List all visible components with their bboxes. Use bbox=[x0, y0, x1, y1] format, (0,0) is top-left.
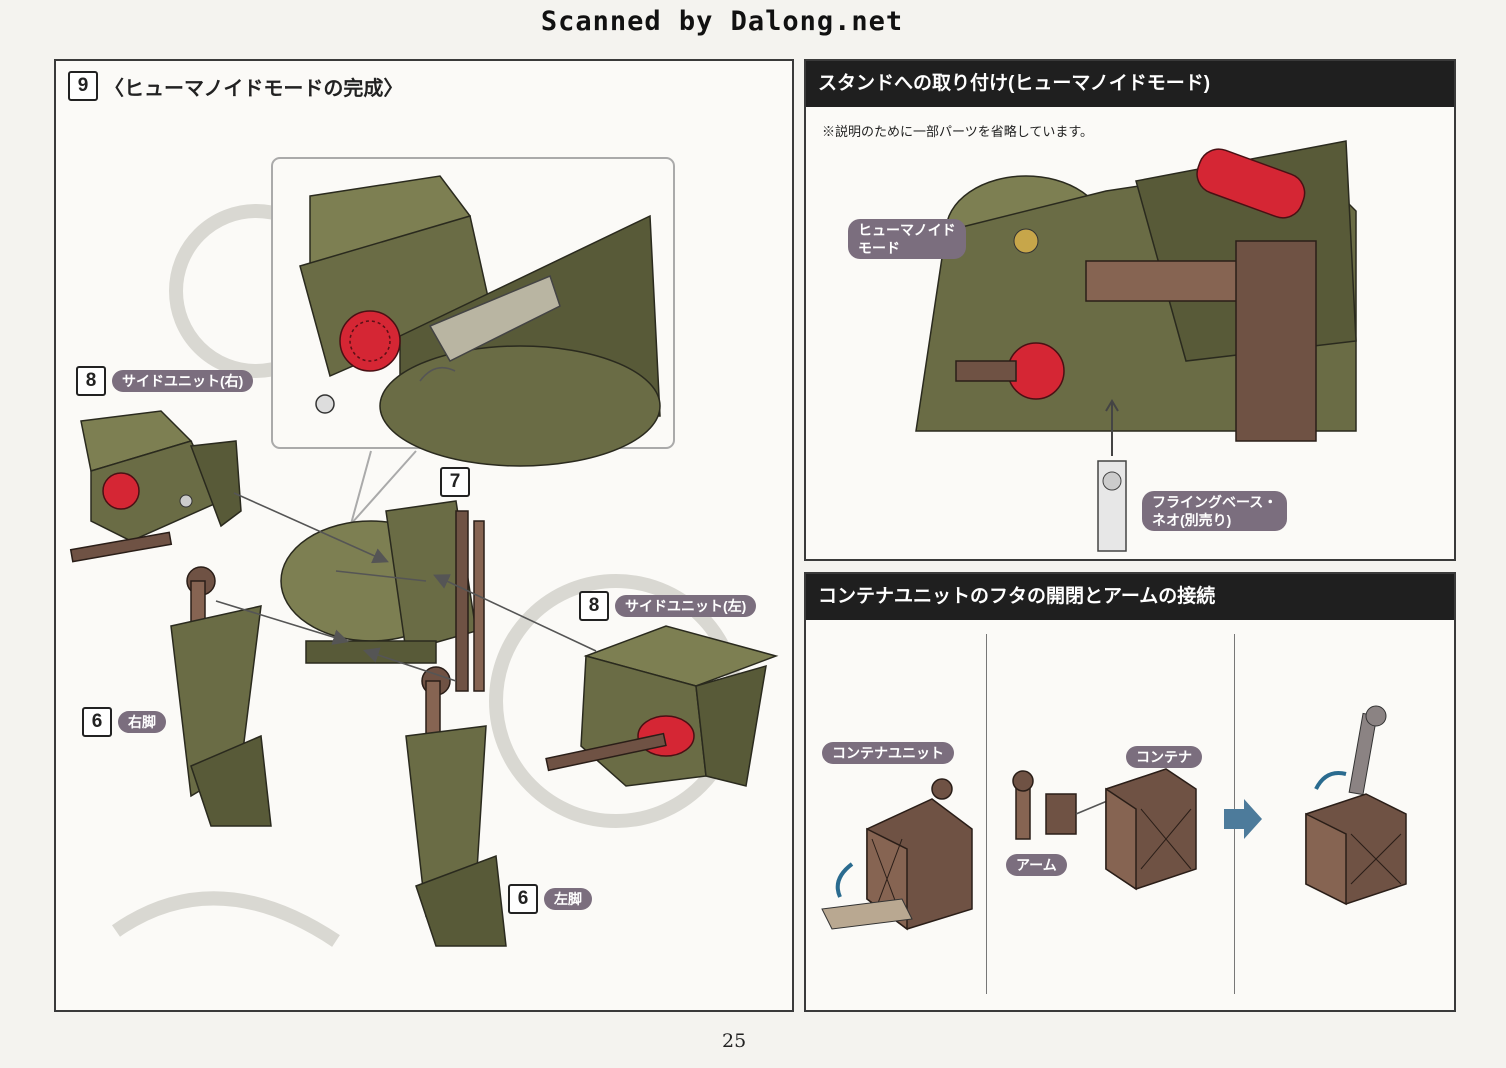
step-divider bbox=[986, 634, 987, 994]
callout-left-leg: 6 左脚 bbox=[508, 884, 592, 914]
step-title-text: 〈ヒューマノイドモードの完成〉 bbox=[104, 77, 404, 100]
part-number: 8 bbox=[76, 366, 106, 396]
label-arm: アーム bbox=[1006, 854, 1067, 876]
part-number: 7 bbox=[440, 467, 470, 497]
callout-side-unit-right: 8 サイドユニット(右) bbox=[76, 366, 254, 396]
right-leg-illustration bbox=[170, 566, 272, 827]
left-leg-illustration bbox=[405, 666, 507, 947]
label-container-unit: コンテナユニット bbox=[822, 742, 954, 764]
assembly-arrows bbox=[215, 492, 597, 682]
container-with-arm-illustration bbox=[1305, 705, 1407, 906]
label-container: コンテナ bbox=[1126, 746, 1202, 768]
arm-and-container-illustration bbox=[1012, 768, 1197, 891]
omission-note: ※説明のために一部パーツを省略しています。 bbox=[822, 124, 1094, 139]
stand-attachment-panel: スタンドへの取り付け(ヒューマノイドモード) ※説明のために一部パーツを省略して… bbox=[804, 59, 1456, 561]
part-label: 左脚 bbox=[544, 888, 592, 910]
assembly-step-panel: 9 〈ヒューマノイドモードの完成〉 8 サイドユニット(右) bbox=[54, 59, 794, 1012]
main-body-illustration bbox=[280, 500, 485, 692]
label-humanoid-mode: ヒューマノイド モード bbox=[848, 219, 966, 259]
side-unit-right-illustration bbox=[69, 410, 242, 563]
humanoid-on-stand-illustration bbox=[915, 140, 1357, 442]
part-label: 右脚 bbox=[118, 711, 166, 733]
zoom-inset-illustration bbox=[271, 157, 675, 467]
container-unit-panel: コンテナユニットのフタの開閉とアームの接続 コンテナユニット コンテナ アーム bbox=[804, 572, 1456, 1012]
callout-right-leg: 6 右脚 bbox=[82, 707, 166, 737]
step-arrow-icon bbox=[1224, 799, 1262, 839]
container-lid-open-illustration bbox=[821, 778, 973, 931]
part-number: 8 bbox=[579, 591, 609, 621]
step-title: 9 〈ヒューマノイドモードの完成〉 bbox=[68, 71, 403, 101]
part-label: サイドユニット(右) bbox=[112, 370, 254, 392]
part-label: サイドユニット(左) bbox=[615, 595, 757, 617]
page-number: 25 bbox=[722, 1030, 747, 1052]
label-flying-base: フライングベース・ ネオ(別売り) bbox=[1142, 491, 1288, 531]
flying-base-stand-illustration bbox=[1097, 399, 1127, 552]
callout-body: 7 bbox=[440, 467, 476, 497]
step-number: 9 bbox=[68, 71, 98, 101]
side-unit-left-illustration bbox=[545, 625, 779, 787]
callout-side-unit-left: 8 サイドユニット(左) bbox=[579, 591, 757, 621]
part-number: 6 bbox=[82, 707, 112, 737]
section-header: コンテナユニットのフタの開閉とアームの接続 bbox=[806, 574, 1454, 620]
inset-pointer bbox=[350, 450, 417, 525]
section-header: スタンドへの取り付け(ヒューマノイドモード) bbox=[806, 61, 1454, 107]
part-number: 6 bbox=[508, 884, 538, 914]
scan-credit: Scanned by Dalong.net bbox=[540, 6, 904, 37]
